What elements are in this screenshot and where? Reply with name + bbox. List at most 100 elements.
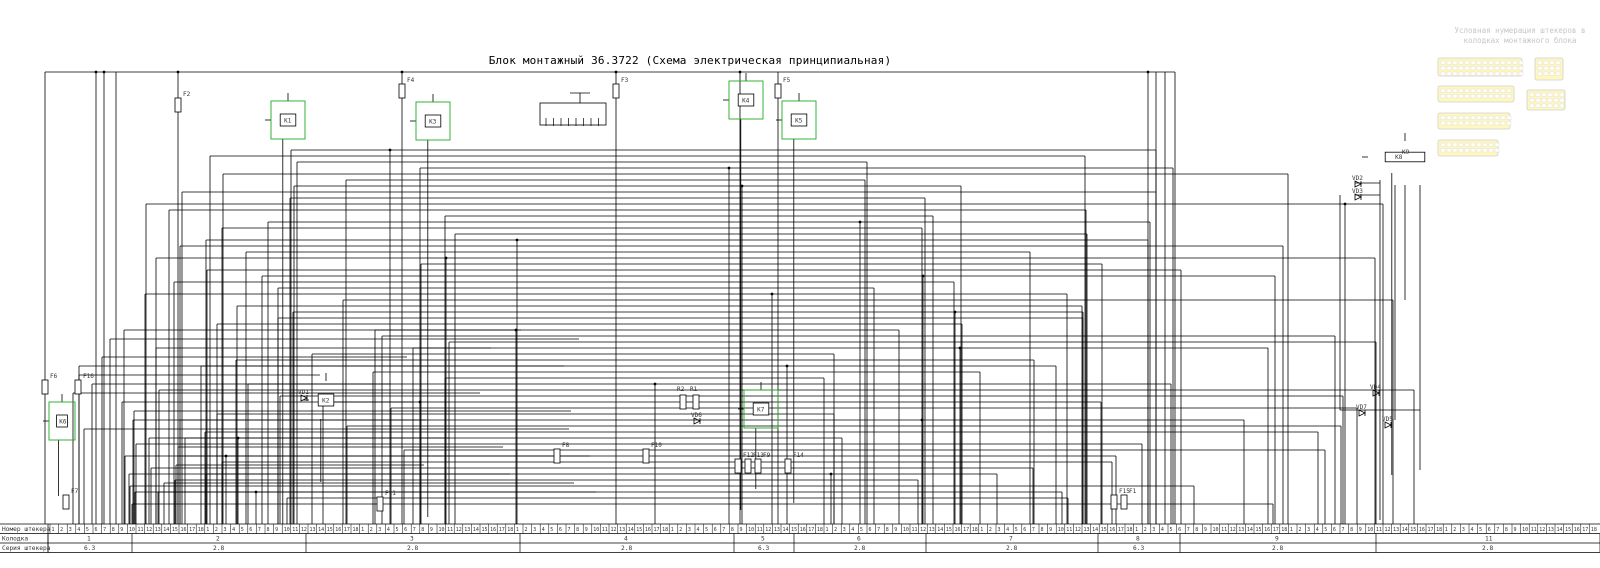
- junction-dot: [740, 184, 744, 188]
- connector-cell: [1488, 115, 1494, 120]
- connector-cell: [1482, 88, 1488, 93]
- block-number: 5: [761, 536, 765, 543]
- connector-cell: [1559, 92, 1565, 97]
- connector-cell: [1458, 66, 1464, 71]
- connector-cell: [1452, 94, 1458, 99]
- fuse-label: F15: [1119, 488, 1130, 495]
- pin-number: 11: [138, 527, 144, 533]
- pin-number: 14: [1092, 527, 1098, 533]
- pin-number: 6: [1023, 527, 1026, 533]
- connector-cell: [1452, 66, 1458, 71]
- connector-cell: [1529, 92, 1535, 97]
- connector-cell: [1494, 94, 1500, 99]
- connector-cell: [1452, 115, 1458, 120]
- pin-number: 18: [353, 527, 359, 533]
- component-vd4: VD4: [1370, 384, 1381, 397]
- fuse-body: [1110, 494, 1118, 510]
- connector-cell: [1488, 121, 1494, 126]
- fuse-label: F12: [743, 452, 754, 459]
- fuse-label: F6: [50, 373, 58, 380]
- connector-cell: [1559, 98, 1565, 103]
- pin-number: 18: [507, 527, 513, 533]
- relay-label: К4: [742, 97, 750, 104]
- pin-number: 12: [1385, 527, 1391, 533]
- fuse-label: F16: [83, 373, 94, 380]
- fuse-label: F11: [385, 490, 396, 497]
- pin-number: 3: [843, 527, 846, 533]
- fuse-label: F10: [651, 442, 662, 449]
- pin-number: 8: [1041, 527, 1044, 533]
- connector-cell: [1458, 71, 1464, 76]
- pin-number: 7: [1187, 527, 1190, 533]
- fuse-body: [734, 458, 742, 474]
- fuse-label: F14: [793, 452, 804, 459]
- connector-cell: [1476, 88, 1482, 93]
- pin-number: 14: [1557, 527, 1563, 533]
- pin-number: 1: [980, 527, 983, 533]
- pin-number: 5: [241, 527, 244, 533]
- pin-number: 16: [335, 527, 341, 533]
- pin-number: 17: [963, 527, 969, 533]
- connector-cell: [1500, 71, 1506, 76]
- junction-dot: [785, 364, 789, 368]
- connector-cell: [1541, 92, 1547, 97]
- table-row-label: Номер штекера: [2, 526, 51, 533]
- relay-к2: К2: [317, 393, 335, 407]
- connector-cell: [1464, 115, 1470, 120]
- connector-cell: [1470, 66, 1476, 71]
- connector-cell: [1549, 71, 1555, 76]
- connector-cell: [1482, 142, 1488, 147]
- pin-number: 2: [60, 527, 63, 533]
- pin-number: 3: [378, 527, 381, 533]
- connector-cell: [1494, 71, 1500, 76]
- pin-number: 4: [1161, 527, 1164, 533]
- pin-number: 7: [103, 527, 106, 533]
- connector-cell: [1488, 94, 1494, 99]
- connector-cell: [1458, 148, 1464, 153]
- pin-number: 6: [1178, 527, 1181, 533]
- pin-number: 8: [421, 527, 424, 533]
- fuse-f4: F4: [398, 77, 415, 99]
- relay-к3: К3: [415, 101, 451, 141]
- pin-number: 13: [1393, 527, 1399, 533]
- pin-number: 3: [1462, 527, 1465, 533]
- relay-к5: К5: [781, 100, 817, 140]
- relay-label: К8: [1395, 154, 1403, 161]
- connector-body: [1437, 112, 1511, 130]
- pin-number: 3: [533, 527, 536, 533]
- junction-dot: [515, 238, 519, 242]
- connector-cell: [1506, 60, 1512, 65]
- connector-cell: [1464, 148, 1470, 153]
- connector-cell: [1470, 94, 1476, 99]
- pin-number: 14: [783, 527, 789, 533]
- connector-thumbnail-1: [1437, 57, 1524, 77]
- connector-cell: [1446, 66, 1452, 71]
- pin-number: 6: [95, 527, 98, 533]
- pin-number: 15: [636, 527, 642, 533]
- pin-number: 16: [645, 527, 651, 533]
- pin-number: 5: [550, 527, 553, 533]
- connector-cell: [1535, 98, 1541, 103]
- relay-coil: [752, 402, 770, 416]
- pin-number: 17: [1428, 527, 1434, 533]
- connector-cell: [1452, 121, 1458, 126]
- connector-thumbnail-3: [1437, 85, 1515, 103]
- connector-cell: [1464, 88, 1470, 93]
- connector-cell: [1482, 115, 1488, 120]
- relay-label: К6: [59, 418, 67, 425]
- connector-cell: [1476, 60, 1482, 65]
- relay-coil: [56, 414, 68, 428]
- relay-coil: [790, 113, 808, 127]
- table-row-label: Серия штекера: [2, 545, 51, 552]
- fuse-body: [41, 379, 49, 395]
- junction-dot: [770, 292, 774, 296]
- pin-number: 16: [1419, 527, 1425, 533]
- pin-number: 6: [559, 527, 562, 533]
- wire-network: [43, 71, 1421, 524]
- pin-number: 16: [1264, 527, 1270, 533]
- pin-number: 9: [1359, 527, 1362, 533]
- fuse-body: [642, 448, 650, 464]
- pin-number: 2: [1144, 527, 1147, 533]
- pin-number: 6: [869, 527, 872, 533]
- fuse-label: F8: [562, 442, 570, 449]
